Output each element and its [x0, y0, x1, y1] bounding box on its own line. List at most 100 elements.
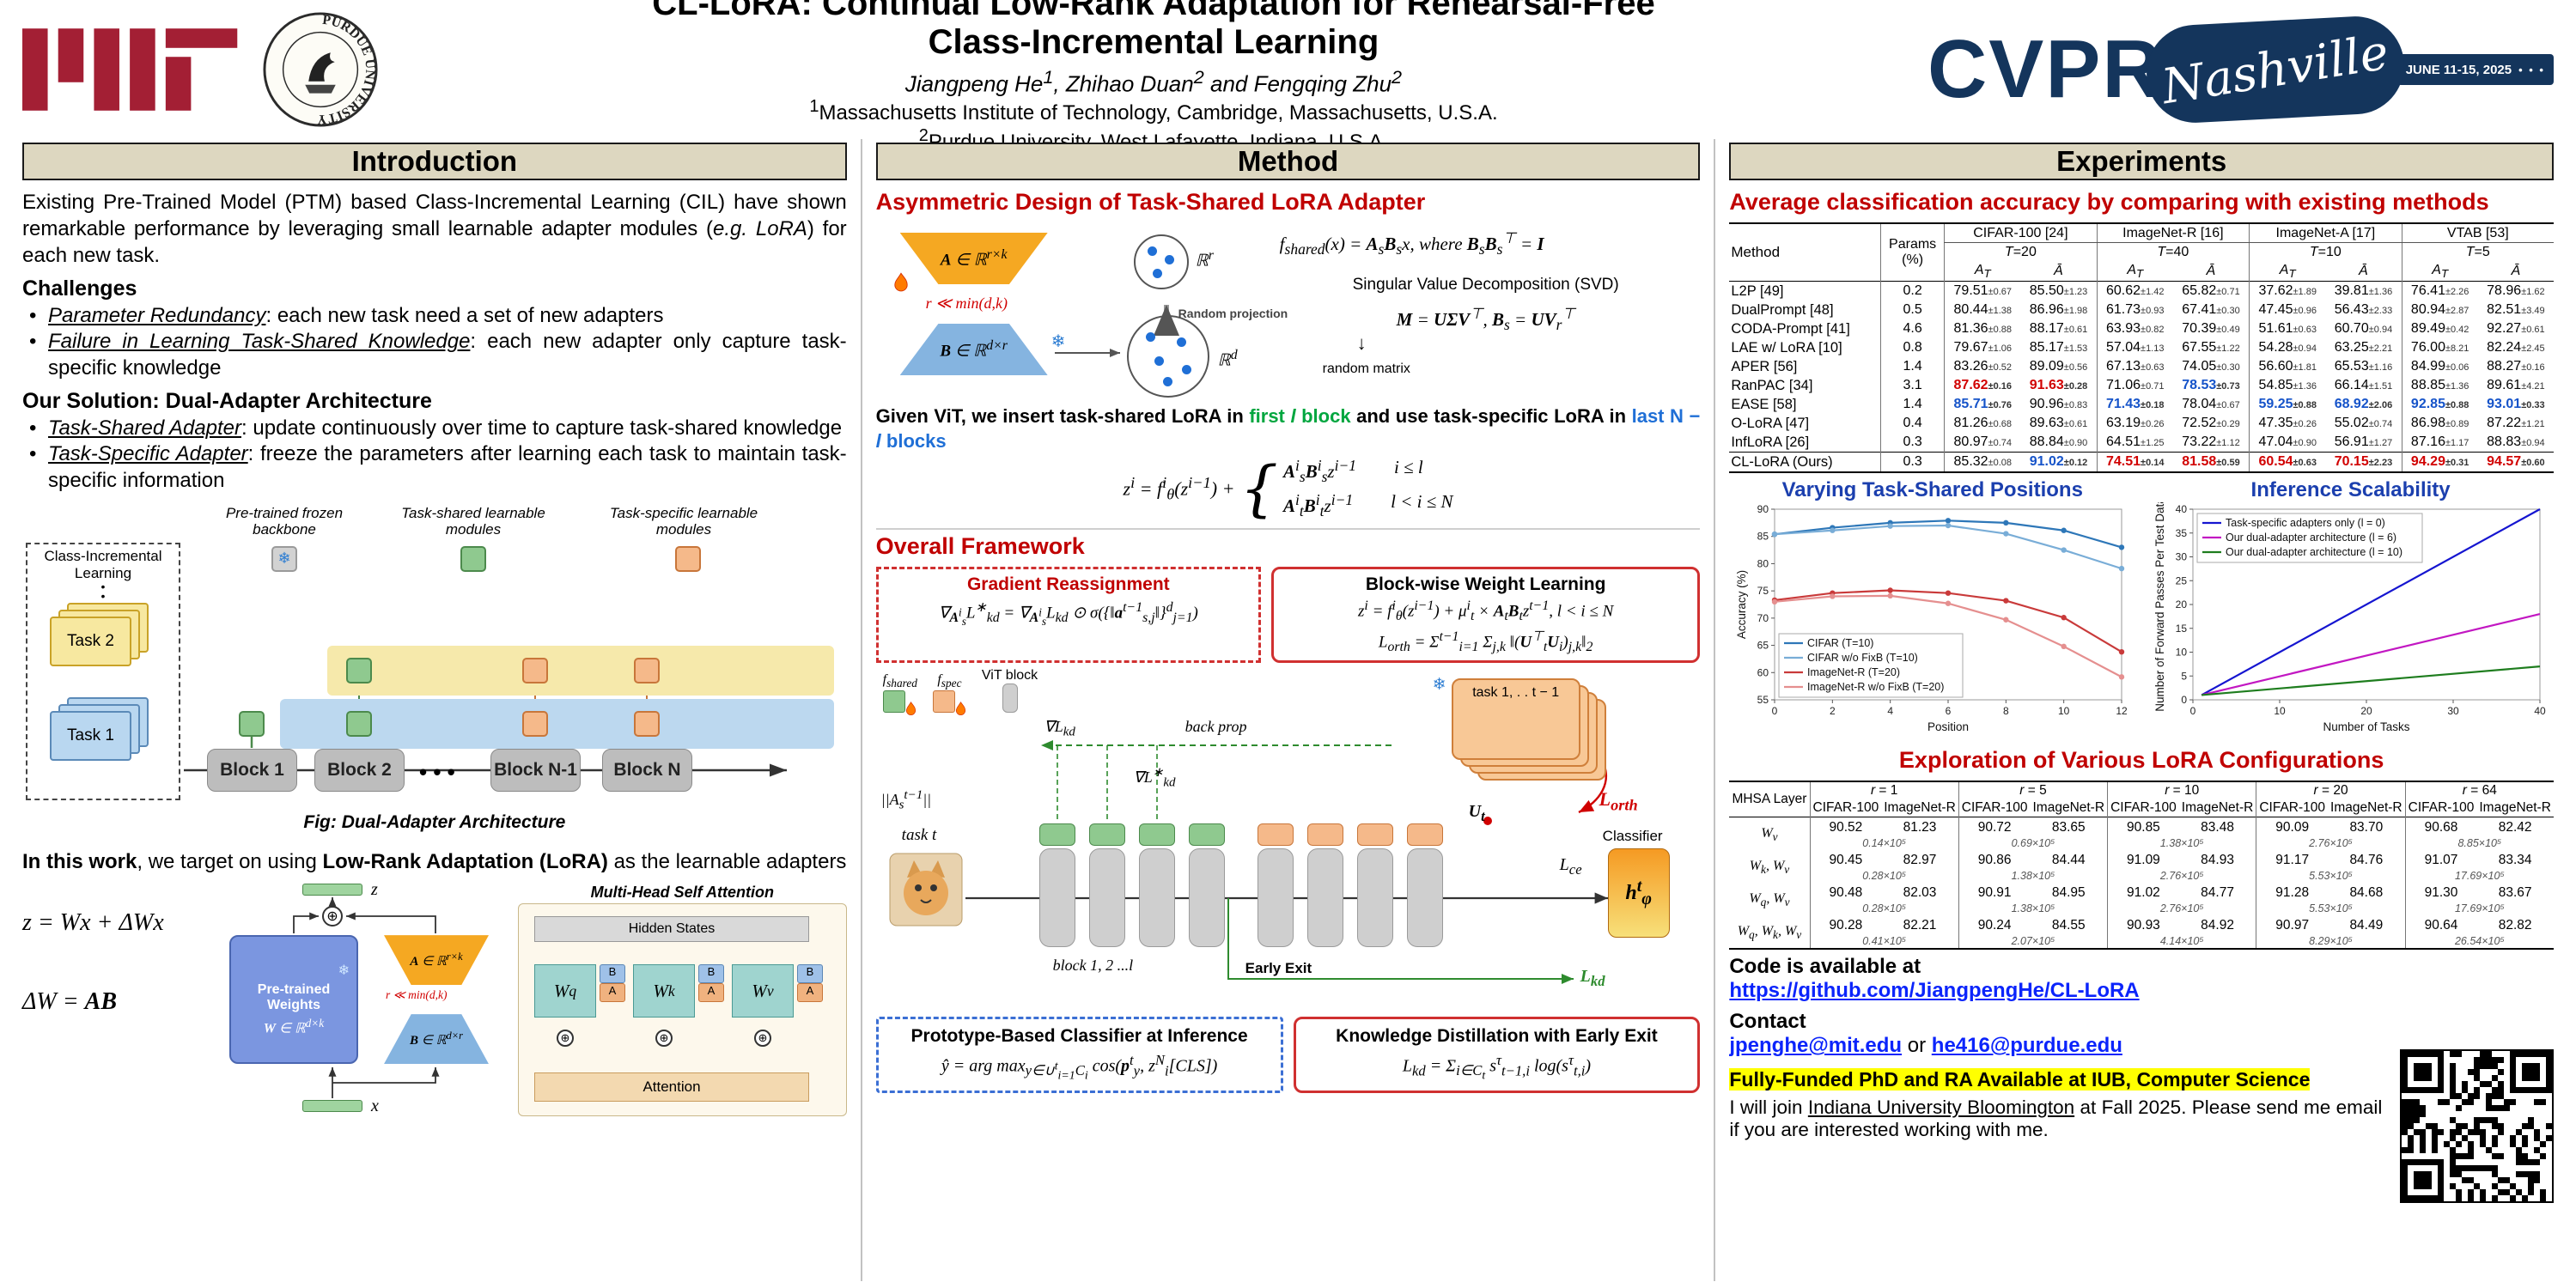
- equation-lhs: zi = fiθ(zi−1) +: [1123, 474, 1235, 503]
- a-chip: A: [600, 983, 625, 1003]
- l-orth-label: Lorth: [1599, 787, 1638, 814]
- cvpr-logo: CVPR Nashville JUNE 11-15, 2025 • • •: [1927, 14, 2554, 125]
- challenge-item: Failure in Learning Task-Shared Knowledg…: [22, 329, 847, 381]
- prototype-title: Prototype-Based Classifier at Inference: [910, 1025, 1248, 1046]
- solution-title: Our Solution: Dual-Adapter Architecture: [22, 388, 432, 413]
- table-cell: 47.04±0.90: [2249, 433, 2326, 453]
- table-header: T=20: [1944, 242, 2098, 261]
- table-cell: 82.51±3.49: [2487, 302, 2545, 318]
- blockwise-weight-box: Block-wise Weight Learning zi = fiθ(zi−1…: [1270, 566, 1701, 663]
- table-cell: 56.43±2.33: [2334, 302, 2393, 318]
- svg-text:Number of Tasks: Number of Tasks: [2323, 720, 2409, 733]
- table-cell: 61.73±0.93: [2096, 301, 2173, 320]
- table-cell: 74.51±0.14: [2096, 452, 2173, 473]
- contact-emails[interactable]: jpenghe@mit.edu or he416@purdue.edu: [1729, 1034, 2122, 1058]
- table-cell: 85.17±1.53: [2029, 340, 2088, 355]
- table-cell: 80.94±2.87: [2401, 301, 2478, 320]
- dot-icon: [1147, 246, 1157, 256]
- shared-adapter-icon: [346, 710, 372, 737]
- table-cell: 57.04±1.13: [2096, 338, 2173, 358]
- table-cell: 71.06±0.71: [2096, 376, 2173, 396]
- svg-text:80: 80: [1757, 558, 1769, 570]
- table-cell: 83.34: [2498, 853, 2532, 868]
- table-cell: 85.32±0.08: [1944, 452, 2021, 473]
- ellipsis-icon: • • •: [419, 758, 455, 785]
- svg-text:0: 0: [2189, 705, 2195, 717]
- task1-band: [280, 698, 834, 749]
- github-link[interactable]: https://github.com/JiangpengHe/CL-LoRA: [1729, 979, 2140, 1003]
- method-column: Method Asymmetric Design of Task-Shared …: [860, 139, 1714, 1281]
- svg-text:2: 2: [1830, 705, 1836, 717]
- asymmetric-design-figure: A ∈ ℝr×k r ≪ min(d,k) B ∈ ℝd×r ❄ ℝr: [876, 222, 1701, 404]
- block-2: Block 2: [314, 748, 405, 792]
- table-cell: 54.28±0.94: [2249, 338, 2326, 358]
- table-cell: 90.09: [2256, 817, 2328, 837]
- table-header: r = 20: [2256, 781, 2406, 800]
- l-ce-label: Lce: [1559, 854, 1582, 878]
- table-cell: 81.36±0.88: [1944, 319, 2021, 339]
- param-count-cell: 1.38×10⁵: [2107, 836, 2256, 851]
- w-dims: W ∈ ℝd×k: [263, 1017, 325, 1036]
- specific-adapter-icon: [634, 710, 660, 737]
- table-cell: 88.84±0.90: [2029, 434, 2088, 450]
- guitar-shape-icon: Nashville: [2143, 14, 2407, 125]
- table-header: T=40: [2096, 242, 2250, 261]
- table-cell: 73.22±1.12: [2182, 434, 2240, 450]
- flame-icon: [894, 272, 908, 292]
- svg-text:0: 0: [1771, 705, 1777, 717]
- table-cell: 84.44: [2051, 853, 2086, 868]
- cil-box: Class-Incremental Learning • • •: [26, 542, 180, 800]
- svg-text:5: 5: [2181, 670, 2187, 682]
- param-count-cell: 17.69×10⁵: [2404, 869, 2555, 884]
- table-cell: 84.55: [2051, 918, 2086, 933]
- svg-text:85: 85: [1757, 531, 1769, 543]
- vit-block-label: ViT block: [981, 667, 1038, 683]
- param-count-cell: 8.29×10⁵: [2256, 934, 2406, 950]
- section-title-method: Method: [875, 143, 1701, 180]
- overall-framework-figure: fshared fspec ViT block ∇Lkd back prop ∇…: [876, 668, 1701, 1012]
- solution-item: Task-Specific Adapter: freeze the parame…: [22, 441, 847, 494]
- svg-text:35: 35: [2175, 527, 2187, 539]
- svg-text:CIFAR (T=10): CIFAR (T=10): [1807, 637, 1873, 649]
- table-cell: 65.82±0.71: [2182, 283, 2240, 299]
- table-cell: 90.93: [2107, 915, 2179, 935]
- table-cell: 80.97±0.74: [1944, 433, 2021, 453]
- svg-text:ImageNet-R w/o FixB (T=20): ImageNet-R w/o FixB (T=20): [1807, 681, 1944, 693]
- table-cell: 87.62±0.16: [1944, 376, 2021, 396]
- experiments-column: Experiments Average classification accur…: [1714, 139, 2567, 1281]
- random-projection-label: Random projection: [1178, 307, 1288, 320]
- table-cell: 67.55±1.22: [2182, 340, 2240, 355]
- param-count-cell: 0.41×10⁵: [1809, 934, 1959, 950]
- snowflake-icon: ❄: [1432, 675, 1446, 694]
- a-norm-label: ||Ast−1||: [880, 787, 932, 812]
- table-cell: 90.72: [1958, 817, 2031, 837]
- lora-arrows: [293, 897, 440, 1099]
- table-cell: 90.45: [1809, 850, 1882, 870]
- grad-kd-star-label: ∇L∗kd: [1133, 765, 1176, 790]
- shared-adapter-icon: [883, 690, 906, 713]
- table-header: Params(%): [1880, 223, 1945, 282]
- blockwise-eq1: zi = fiθ(zi−1) + μit × AtBtzt−1, l < i ≤…: [1358, 598, 1614, 623]
- table-header: CIFAR-100 [24]: [1944, 223, 2098, 243]
- classifier-label: Classifier: [1602, 827, 1663, 844]
- table-cell: 76.00±8.21: [2401, 338, 2478, 358]
- wq-adapters: B A: [600, 964, 625, 1003]
- rank-condition: r ≪ min(d,k): [925, 295, 1008, 312]
- table-cell: 91.09: [2107, 850, 2179, 870]
- param-count-cell: 0.69×10⁵: [1958, 836, 2108, 851]
- table-cell: 91.02±0.12: [2029, 454, 2088, 470]
- table-cell: 88.27±0.16: [2487, 359, 2545, 374]
- table-cell: 81.26±0.68: [1944, 414, 2021, 434]
- d-space-label: ℝd: [1217, 348, 1238, 370]
- challenges-title: Challenges: [22, 276, 137, 301]
- positions-chart-title: Varying Task-Shared Positions: [1781, 478, 2083, 502]
- table-cell: 85.50±1.23: [2029, 283, 2088, 299]
- blockwise-title: Block-wise Weight Learning: [1365, 574, 1606, 594]
- x-label: x: [371, 1097, 379, 1116]
